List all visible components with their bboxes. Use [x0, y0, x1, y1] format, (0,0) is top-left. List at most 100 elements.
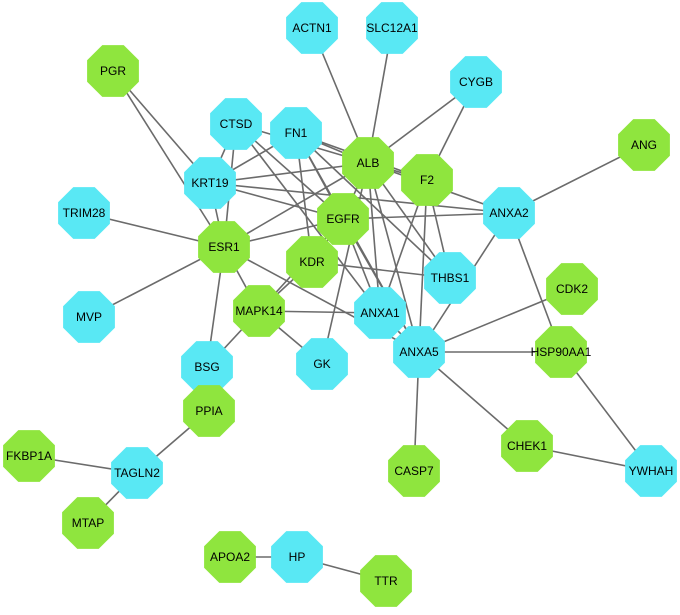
node-shape-cdk2 [546, 263, 598, 315]
node-shape-pgr [87, 45, 139, 97]
node-label-chek1: CHEK1 [507, 439, 547, 453]
node-shape-anxa1 [354, 287, 406, 339]
node-thbs1: THBS1 [424, 252, 476, 304]
node-label-ttr: TTR [374, 574, 398, 588]
node-shape-trim28 [58, 187, 110, 239]
node-ywhah: YWHAH [625, 445, 677, 497]
node-shape-mapk14 [233, 285, 285, 337]
edge-f2-anxa5 [418, 179, 428, 353]
node-shape-fkbp1a [3, 430, 55, 482]
node-shape-f2 [401, 154, 453, 206]
node-cdk2: CDK2 [546, 263, 598, 315]
node-shape-ppia [183, 385, 235, 437]
node-label-f2: F2 [420, 173, 434, 187]
node-label-hp: HP [289, 550, 306, 564]
edge-pgr-esr1 [112, 70, 225, 248]
node-shape-hp [271, 531, 323, 583]
node-label-tagln2: TAGLN2 [114, 466, 160, 480]
node-label-alb: ALB [357, 156, 380, 170]
edge-ctsd-anxa1 [235, 123, 381, 314]
node-shape-casp7 [388, 445, 440, 497]
node-shape-mvp [63, 291, 115, 343]
node-shape-fn1 [270, 107, 322, 159]
edge-alb-krt19 [209, 162, 369, 184]
node-shape-kdr [286, 236, 338, 288]
node-trim28: TRIM28 [58, 187, 110, 239]
node-actn1: ACTN1 [286, 2, 338, 54]
edge-egfr-anxa2 [342, 212, 510, 220]
node-label-bsg: BSG [194, 360, 219, 374]
node-label-mapk14: MAPK14 [235, 304, 283, 318]
node-label-hsp90aa1: HSP90AA1 [531, 345, 592, 359]
node-label-krt19: KRT19 [191, 176, 228, 190]
node-shape-esr1 [198, 221, 250, 273]
node-ppia: PPIA [183, 385, 235, 437]
node-label-fkbp1a: FKBP1A [6, 449, 52, 463]
node-label-ywhah: YWHAH [629, 464, 674, 478]
edge-alb-esr1 [223, 162, 369, 248]
node-mvp: MVP [63, 291, 115, 343]
node-shape-actn1 [286, 2, 338, 54]
node-shape-ang [618, 119, 670, 171]
node-tagln2: TAGLN2 [111, 447, 163, 499]
node-fkbp1a: FKBP1A [3, 430, 55, 482]
node-shape-cygb [450, 56, 502, 108]
node-shape-tagln2 [111, 447, 163, 499]
node-label-thbs1: THBS1 [431, 271, 470, 285]
node-kdr: KDR [286, 236, 338, 288]
node-label-pgr: PGR [100, 64, 126, 78]
node-cygb: CYGB [450, 56, 502, 108]
node-alb: ALB [342, 137, 394, 189]
node-label-ctsd: CTSD [220, 117, 253, 131]
node-hsp90aa1: HSP90AA1 [531, 326, 592, 378]
node-egfr: EGFR [317, 193, 369, 245]
node-shape-anxa2 [483, 187, 535, 239]
node-slc12a1: SLC12A1 [366, 2, 418, 54]
node-chek1: CHEK1 [501, 420, 553, 472]
node-shape-anxa5 [393, 326, 445, 378]
node-bsg: BSG [181, 341, 233, 393]
node-label-casp7: CASP7 [394, 464, 434, 478]
node-label-mvp: MVP [76, 310, 102, 324]
node-label-apoa2: APOA2 [210, 550, 250, 564]
node-label-slc12a1: SLC12A1 [366, 21, 418, 35]
node-fn1: FN1 [270, 107, 322, 159]
node-label-actn1: ACTN1 [292, 21, 332, 35]
node-hp: HP [271, 531, 323, 583]
node-shape-ctsd [210, 98, 262, 150]
edge-alb-anxa5 [367, 162, 420, 353]
node-label-anxa1: ANXA1 [360, 306, 400, 320]
node-label-anxa2: ANXA2 [489, 206, 529, 220]
node-mapk14: MAPK14 [233, 285, 285, 337]
node-krt19: KRT19 [184, 157, 236, 209]
node-label-fn1: FN1 [285, 126, 308, 140]
edge-alb-gk [321, 162, 369, 365]
node-shape-ywhah [625, 445, 677, 497]
node-shape-chek1 [501, 420, 553, 472]
node-casp7: CASP7 [388, 445, 440, 497]
node-label-anxa5: ANXA5 [399, 345, 439, 359]
node-shape-alb [342, 137, 394, 189]
node-gk: GK [296, 338, 348, 390]
node-label-cygb: CYGB [459, 75, 493, 89]
node-ttr: TTR [360, 555, 412, 607]
node-shape-mtap [62, 497, 114, 549]
node-esr1: ESR1 [198, 221, 250, 273]
node-shape-thbs1 [424, 252, 476, 304]
node-label-ang: ANG [631, 138, 657, 152]
node-label-egfr: EGFR [326, 212, 360, 226]
edge-krt19-anxa2 [209, 182, 510, 214]
node-shape-hsp90aa1 [535, 326, 587, 378]
node-shape-bsg [181, 341, 233, 393]
node-ctsd: CTSD [210, 98, 262, 150]
node-label-esr1: ESR1 [208, 240, 240, 254]
node-label-cdk2: CDK2 [556, 282, 588, 296]
node-label-gk: GK [313, 357, 330, 371]
node-shape-krt19 [184, 157, 236, 209]
node-shape-gk [296, 338, 348, 390]
node-ang: ANG [618, 119, 670, 171]
node-shape-egfr [317, 193, 369, 245]
node-shape-apoa2 [204, 531, 256, 583]
